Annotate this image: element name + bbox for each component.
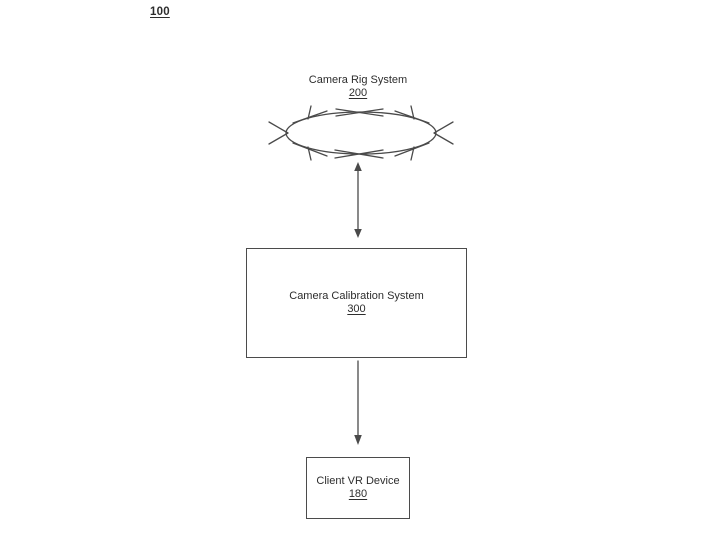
- camera-rig-label: Camera Rig System 200: [258, 74, 458, 100]
- client-vr-ref: 180: [348, 488, 368, 500]
- client-vr-title: Client VR Device: [316, 475, 400, 487]
- figure-reference-label: 100: [150, 6, 170, 18]
- client-vr-device-box: Client VR Device 180: [306, 457, 410, 519]
- camera-marks-icon: [268, 105, 454, 161]
- down-arrow-icon: [354, 360, 362, 445]
- camera-calibration-box: Camera Calibration System 300: [246, 248, 467, 358]
- camera-calibration-ref: 300: [347, 303, 366, 315]
- camera-rig-title: Camera Rig System: [308, 74, 408, 86]
- camera-calibration-title: Camera Calibration System: [289, 290, 424, 302]
- double-arrow-icon: [354, 162, 362, 238]
- camera-rig-ref: 200: [348, 87, 368, 99]
